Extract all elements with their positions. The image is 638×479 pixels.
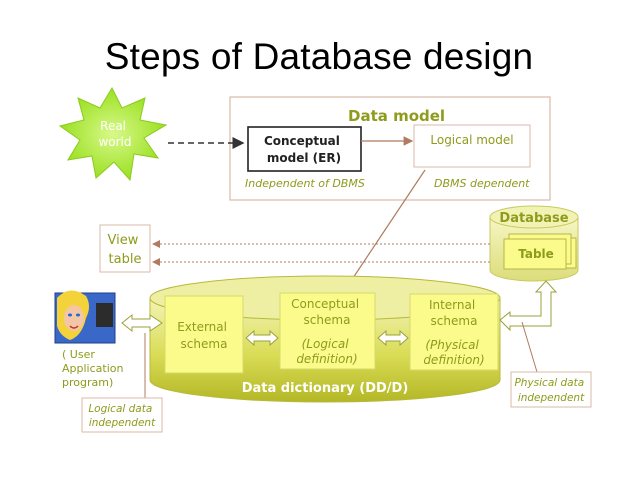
independent-dbms-note: Independent of DBMS <box>245 177 365 190</box>
user-application-label: ( User Application program) <box>62 348 127 389</box>
table-stack <box>503 233 577 270</box>
view-table-box <box>99 224 151 273</box>
real-world-label: Real world <box>98 119 131 149</box>
internal-schema-label: Internal schema <box>429 298 479 328</box>
conceptual-model-box <box>247 126 362 172</box>
logical-independent-label: Logical data independent <box>88 403 156 429</box>
slide-title: Steps of Database design <box>104 36 534 77</box>
table-label: Table <box>518 247 554 261</box>
logical-model-box <box>413 124 531 168</box>
conceptual-model-label: Conceptual model (ER) <box>264 134 344 165</box>
logical-independent-box <box>81 397 163 433</box>
database-label: Database <box>499 211 568 226</box>
internal-database-arrow <box>499 280 558 332</box>
conceptual-schema-label: Conceptual schema <box>291 297 363 327</box>
data-dictionary-label: Data dictionary (DD/D) <box>242 381 409 396</box>
external-schema-box <box>164 295 244 374</box>
internal-schema-box <box>409 293 499 371</box>
data-model-label: Data model <box>348 107 445 125</box>
real-world-star <box>58 86 168 182</box>
physical-independent-label: Physical data independent <box>514 377 587 404</box>
user-icon <box>54 290 116 344</box>
physical-independent-box <box>510 371 592 408</box>
external-conceptual-double-arrow <box>245 329 279 347</box>
logical-model-label: Logical model <box>430 133 513 147</box>
conceptual-internal-double-arrow <box>377 329 409 347</box>
external-schema-label: External schema <box>177 320 231 351</box>
dbms-dependent-note: DBMS dependent <box>434 177 530 190</box>
user-external-double-arrow <box>121 313 163 333</box>
logical-definition-label: (Logical definition) <box>296 337 357 366</box>
logical-to-schema-arrow <box>344 169 426 291</box>
view-table-label: View table <box>108 233 143 267</box>
conceptual-schema-box <box>279 292 376 370</box>
physical-definition-label: (Physical definition) <box>423 338 484 367</box>
physical-independent-pointer <box>521 321 538 373</box>
